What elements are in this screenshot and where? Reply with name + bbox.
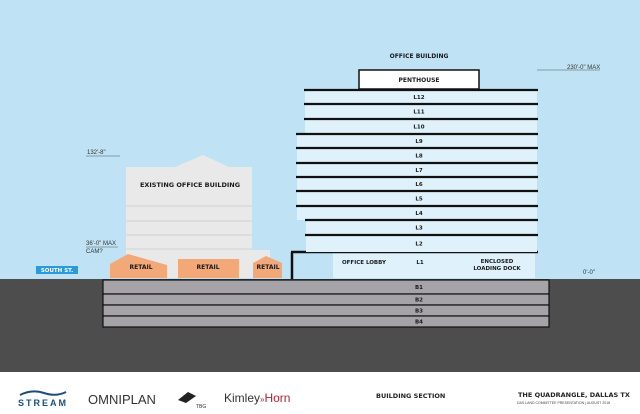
sheet-title: BUILDING SECTION bbox=[376, 392, 446, 400]
floor-label: L5 bbox=[415, 197, 423, 203]
floor-l3 bbox=[306, 220, 537, 235]
existing-height-label: 132'-8" bbox=[87, 150, 106, 156]
floor-l6 bbox=[297, 177, 537, 191]
office-tower: OFFICE BUILDING PENTHOUSE OFFICE LOBBY L… bbox=[290, 53, 538, 279]
basement-label: B4 bbox=[415, 320, 423, 326]
floor-l9 bbox=[297, 134, 537, 148]
floor-l1 bbox=[333, 252, 535, 278]
office-building-label: OFFICE BUILDING bbox=[390, 53, 449, 60]
floor-label: L4 bbox=[415, 211, 423, 217]
cam-max-label: CAM? bbox=[86, 249, 103, 255]
street-label: SOUTH ST. bbox=[41, 268, 73, 274]
floor-label: L7 bbox=[415, 168, 423, 174]
floor-label: L11 bbox=[413, 110, 424, 116]
floor-l10 bbox=[305, 119, 537, 134]
floor-l12 bbox=[305, 90, 537, 104]
retail-label: RETAIL bbox=[196, 264, 219, 271]
basement-label: B3 bbox=[415, 309, 423, 315]
basement-b1 bbox=[102, 279, 550, 295]
kimley-horn-logo: Kimley»Horn bbox=[224, 391, 291, 405]
retail-3 bbox=[253, 256, 282, 278]
basement-b2 bbox=[102, 293, 550, 306]
dimension-labels: 132'-8" 36'-0" MAX CAM? 230'-0" MAX 0'-0… bbox=[36, 65, 600, 276]
retail-1 bbox=[110, 254, 167, 278]
omniplan-logo: OMNIPLAN bbox=[88, 392, 156, 407]
floor-l8 bbox=[297, 148, 537, 163]
street-badge bbox=[36, 266, 78, 274]
floor-label: L10 bbox=[413, 125, 424, 131]
penthouse-label: PENTHOUSE bbox=[398, 77, 439, 84]
cam-max-label: 36'-0" MAX bbox=[86, 241, 116, 247]
floor-label: L2 bbox=[415, 242, 423, 248]
max-height-label: 230'-0" MAX bbox=[567, 65, 600, 71]
floor-label: L12 bbox=[413, 95, 424, 101]
basement-b3 bbox=[102, 304, 550, 317]
office-lobby-label: OFFICE LOBBY bbox=[342, 260, 387, 266]
floor-label: L9 bbox=[415, 139, 423, 145]
loading-dock-label: LOADING DOCK bbox=[473, 266, 521, 272]
building-section-diagram: EXISTING OFFICE BUILDING RETAIL RETAIL R… bbox=[0, 0, 640, 372]
floor-l7 bbox=[297, 163, 537, 177]
loading-dock-label: ENCLOSED bbox=[481, 259, 514, 265]
floor-l2 bbox=[306, 235, 537, 252]
basement-label: B1 bbox=[415, 285, 423, 291]
grade-label: 0'-0" bbox=[583, 270, 595, 276]
retail-label: RETAIL bbox=[256, 264, 279, 271]
floor-label: L1 bbox=[416, 260, 424, 266]
basement-label: B2 bbox=[415, 298, 423, 304]
floor-l4 bbox=[297, 206, 537, 220]
project-title: THE QUADRANGLE, DALLAS TX bbox=[518, 391, 630, 399]
floor-label: L3 bbox=[415, 226, 423, 232]
floor-l5 bbox=[297, 191, 537, 206]
stream-logo: STREAM bbox=[18, 389, 68, 408]
existing-building-label: EXISTING OFFICE BUILDING bbox=[140, 181, 240, 189]
floor-label: L6 bbox=[415, 182, 423, 188]
floor-l11 bbox=[305, 104, 537, 119]
footer: STREAM OMNIPLAN TBG Kimley»Horn BUILDING… bbox=[0, 372, 640, 414]
project-subtitle: DAS LAND COMMITTEE PRESENTATION | AUGUST… bbox=[517, 401, 611, 405]
tbg-logo: TBG bbox=[176, 390, 206, 410]
retail-label: RETAIL bbox=[129, 264, 152, 271]
basement-b4 bbox=[102, 315, 550, 328]
retail-spaces: RETAIL RETAIL RETAIL bbox=[110, 254, 282, 278]
floor-label: L8 bbox=[415, 154, 423, 160]
retail-2 bbox=[178, 259, 239, 278]
